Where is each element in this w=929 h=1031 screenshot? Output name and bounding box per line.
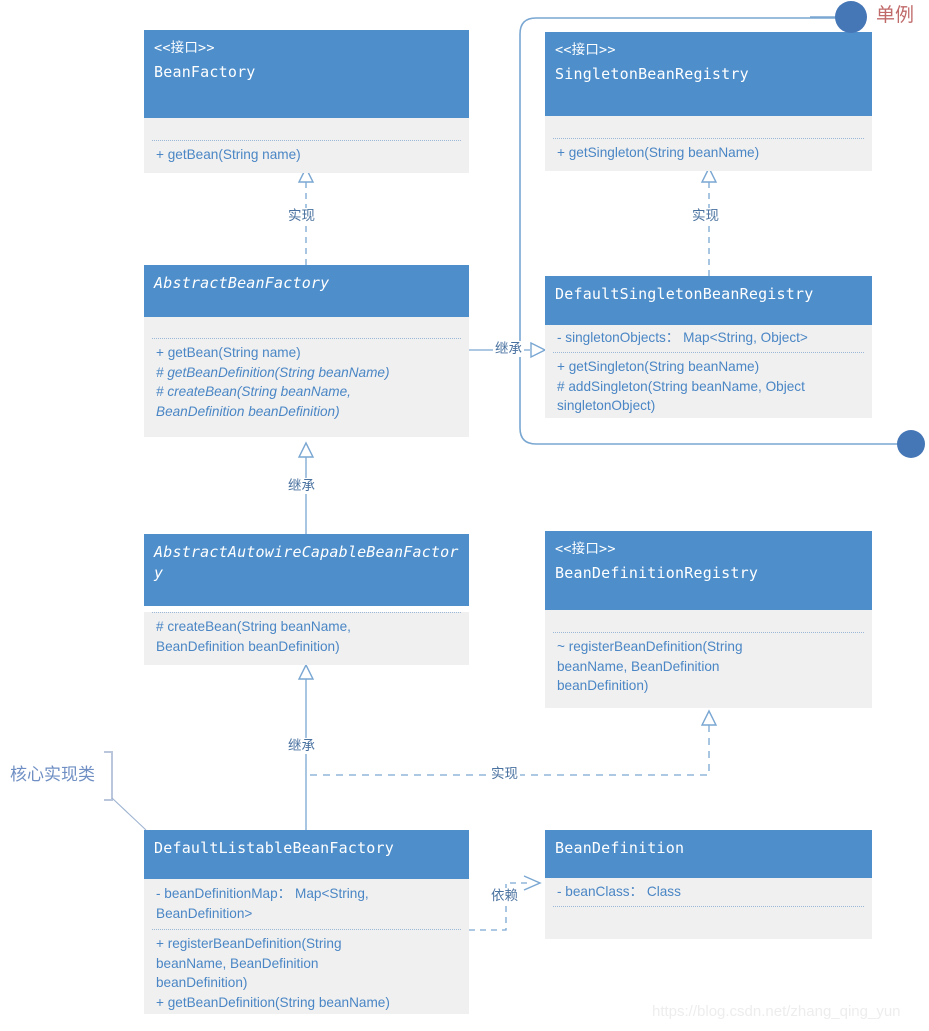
- connector-label-extend-autowire: 继承: [286, 738, 317, 754]
- methods-compartment-beanfactory: + getBean(String name): [144, 141, 469, 173]
- class-body-beandefinitionregistry: ~ registerBeanDefinition(String beanName…: [545, 610, 872, 708]
- method-line: + getSingleton(String beanName): [557, 145, 760, 160]
- compartment-separator: [152, 612, 461, 613]
- class-name-beandefinition: BeanDefinition: [555, 839, 685, 857]
- method-line: + getBean(String name): [156, 345, 301, 360]
- class-header-beandefinitionregistry: <<接口>> BeanDefinitionRegistry: [545, 531, 872, 610]
- attributes-compartment-defaultlistablebeanfactory: - beanDefinitionMap： Map<String, BeanDef…: [144, 879, 469, 929]
- connector-label-realize-beanfactory: 实现: [286, 208, 317, 224]
- compartment-separator: [152, 929, 461, 930]
- class-box-abstractbeanfactory[interactable]: AbstractBeanFactory + getBean(String nam…: [144, 265, 469, 437]
- class-box-beandefinition[interactable]: BeanDefinition - beanClass： Class: [545, 830, 872, 939]
- compartment-separator: [553, 352, 864, 353]
- class-name-beandefinitionregistry: BeanDefinitionRegistry: [555, 564, 759, 582]
- dependency-arrow-beandefinition: [523, 875, 542, 891]
- class-header-beanfactory: <<接口>> BeanFactory: [144, 30, 469, 118]
- method-line: ~ registerBeanDefinition(String beanName…: [557, 639, 743, 693]
- compartment-separator: [152, 140, 461, 141]
- attributes-compartment-beandefinitionregistry: [545, 610, 872, 632]
- stereotype-beandefinitionregistry: <<接口>>: [555, 541, 616, 557]
- class-body-abstractbeanfactory: + getBean(String name) # getBeanDefiniti…: [144, 317, 469, 437]
- method-line: # getBeanDefinition(String beanName): [156, 364, 390, 380]
- methods-compartment-defaultsingletonbeanregistry: + getSingleton(String beanName) # addSin…: [545, 353, 872, 418]
- stereotype-singletonbeanregistry: <<接口>>: [555, 42, 616, 58]
- connector-label-realize-singletonregistry: 实现: [690, 208, 721, 224]
- methods-compartment-abstractautowirecapablebeanfactory: # createBean(String beanName, BeanDefini…: [144, 613, 469, 665]
- watermark-label: https://blog.csdn.net/zhang_qing_yun: [652, 1003, 901, 1020]
- class-header-singletonbeanregistry: <<接口>> SingletonBeanRegistry: [545, 32, 872, 116]
- compartment-separator: [553, 906, 864, 907]
- class-name-singletonbeanregistry: SingletonBeanRegistry: [555, 65, 749, 83]
- singleton-callout-dot-bottom: [897, 430, 925, 458]
- generalization-arrow-autowire: [297, 663, 315, 680]
- class-body-beandefinition: - beanClass： Class: [545, 878, 872, 939]
- attribute-line: - singletonObjects： Map<String, Object>: [557, 330, 808, 345]
- attributes-compartment-singletonbeanregistry: [545, 116, 872, 138]
- class-name-defaultlistablebeanfactory: DefaultListableBeanFactory: [154, 839, 394, 857]
- singleton-callout-dot-top: [835, 1, 867, 33]
- connector-label-depend-beandefinition: 依赖: [489, 888, 520, 904]
- attributes-compartment-beanfactory: [144, 118, 469, 140]
- class-box-defaultlistablebeanfactory[interactable]: DefaultListableBeanFactory - beanDefinit…: [144, 830, 469, 1014]
- method-line: + getSingleton(String beanName): [557, 359, 760, 374]
- class-header-abstractbeanfactory: AbstractBeanFactory: [144, 265, 469, 317]
- class-box-defaultsingletonbeanregistry[interactable]: DefaultSingletonBeanRegistry - singleton…: [545, 276, 872, 418]
- methods-compartment-abstractbeanfactory: + getBean(String name) # getBeanDefiniti…: [144, 339, 469, 437]
- class-name-beanfactory: BeanFactory: [154, 63, 256, 81]
- methods-compartment-beandefinitionregistry: ~ registerBeanDefinition(String beanName…: [545, 633, 872, 708]
- class-body-defaultlistablebeanfactory: - beanDefinitionMap： Map<String, BeanDef…: [144, 879, 469, 1014]
- method-line: + registerBeanDefinition(String beanName…: [156, 936, 342, 990]
- connector-label-extend-abstractbeanfactory: 继承: [286, 478, 317, 494]
- realization-arrow-beandefinitionregistry: [700, 709, 718, 726]
- method-line: # addSingleton(String beanName, Object s…: [557, 378, 805, 414]
- attribute-line: - beanClass： Class: [557, 884, 681, 899]
- generalization-arrow-defaultsingleton: [530, 341, 547, 359]
- method-line: + getBean(String name): [156, 147, 301, 162]
- class-header-defaultlistablebeanfactory: DefaultListableBeanFactory: [144, 830, 469, 879]
- class-body-beanfactory: + getBean(String name): [144, 118, 469, 173]
- method-line: # createBean(String beanName, BeanDefini…: [156, 384, 351, 419]
- class-name-defaultsingletonbeanregistry: DefaultSingletonBeanRegistry: [555, 285, 814, 303]
- method-line: # createBean(String beanName, BeanDefini…: [156, 619, 351, 654]
- class-body-abstractautowirecapablebeanfactory: # createBean(String beanName, BeanDefini…: [144, 612, 469, 665]
- class-body-defaultsingletonbeanregistry: - singletonObjects： Map<String, Object> …: [545, 325, 872, 418]
- core-impl-bracket: [104, 751, 113, 801]
- class-header-beandefinition: BeanDefinition: [545, 830, 872, 878]
- class-header-defaultsingletonbeanregistry: DefaultSingletonBeanRegistry: [545, 276, 872, 325]
- compartment-separator: [553, 632, 864, 633]
- class-name-abstractbeanfactory: AbstractBeanFactory: [154, 274, 330, 292]
- connector-label-extend-defaultsingletonregistry: 继承: [493, 341, 524, 357]
- attributes-compartment-beandefinition: - beanClass： Class: [545, 878, 872, 906]
- core-impl-leader-line: [111, 797, 147, 831]
- attributes-compartment-abstractbeanfactory: [144, 317, 469, 338]
- methods-compartment-singletonbeanregistry: + getSingleton(String beanName): [545, 139, 872, 171]
- attribute-line: - beanDefinitionMap： Map<String, BeanDef…: [156, 886, 369, 921]
- class-box-beanfactory[interactable]: <<接口>> BeanFactory + getBean(String name…: [144, 30, 469, 173]
- compartment-separator: [152, 338, 461, 339]
- singleton-callout-label: 单例: [876, 4, 915, 26]
- compartment-separator: [553, 138, 864, 139]
- class-box-singletonbeanregistry[interactable]: <<接口>> SingletonBeanRegistry + getSingle…: [545, 32, 872, 171]
- attributes-compartment-defaultsingletonbeanregistry: - singletonObjects： Map<String, Object>: [545, 325, 872, 352]
- core-impl-note-label: 核心实现类: [10, 765, 95, 785]
- methods-compartment-beandefinition: [545, 907, 872, 939]
- class-body-singletonbeanregistry: + getSingleton(String beanName): [545, 116, 872, 171]
- connector-label-realize-beandefinitionregistry: 实现: [489, 766, 520, 782]
- stereotype-beanfactory: <<接口>>: [154, 40, 215, 56]
- methods-compartment-defaultlistablebeanfactory: + registerBeanDefinition(String beanName…: [144, 930, 469, 1014]
- generalization-arrow-abstractbeanfactory: [297, 441, 315, 458]
- class-box-beandefinitionregistry[interactable]: <<接口>> BeanDefinitionRegistry ~ register…: [545, 531, 872, 708]
- method-line: + getBeanDefinition(String beanName): [156, 994, 390, 1010]
- class-box-abstractautowirecapablebeanfactory[interactable]: AbstractAutowireCapableBeanFactory # cre…: [144, 534, 469, 665]
- class-header-abstractautowirecapablebeanfactory: AbstractAutowireCapableBeanFactory: [144, 534, 469, 606]
- class-name-abstractautowirecapablebeanfactory: AbstractAutowireCapableBeanFactory: [154, 543, 459, 582]
